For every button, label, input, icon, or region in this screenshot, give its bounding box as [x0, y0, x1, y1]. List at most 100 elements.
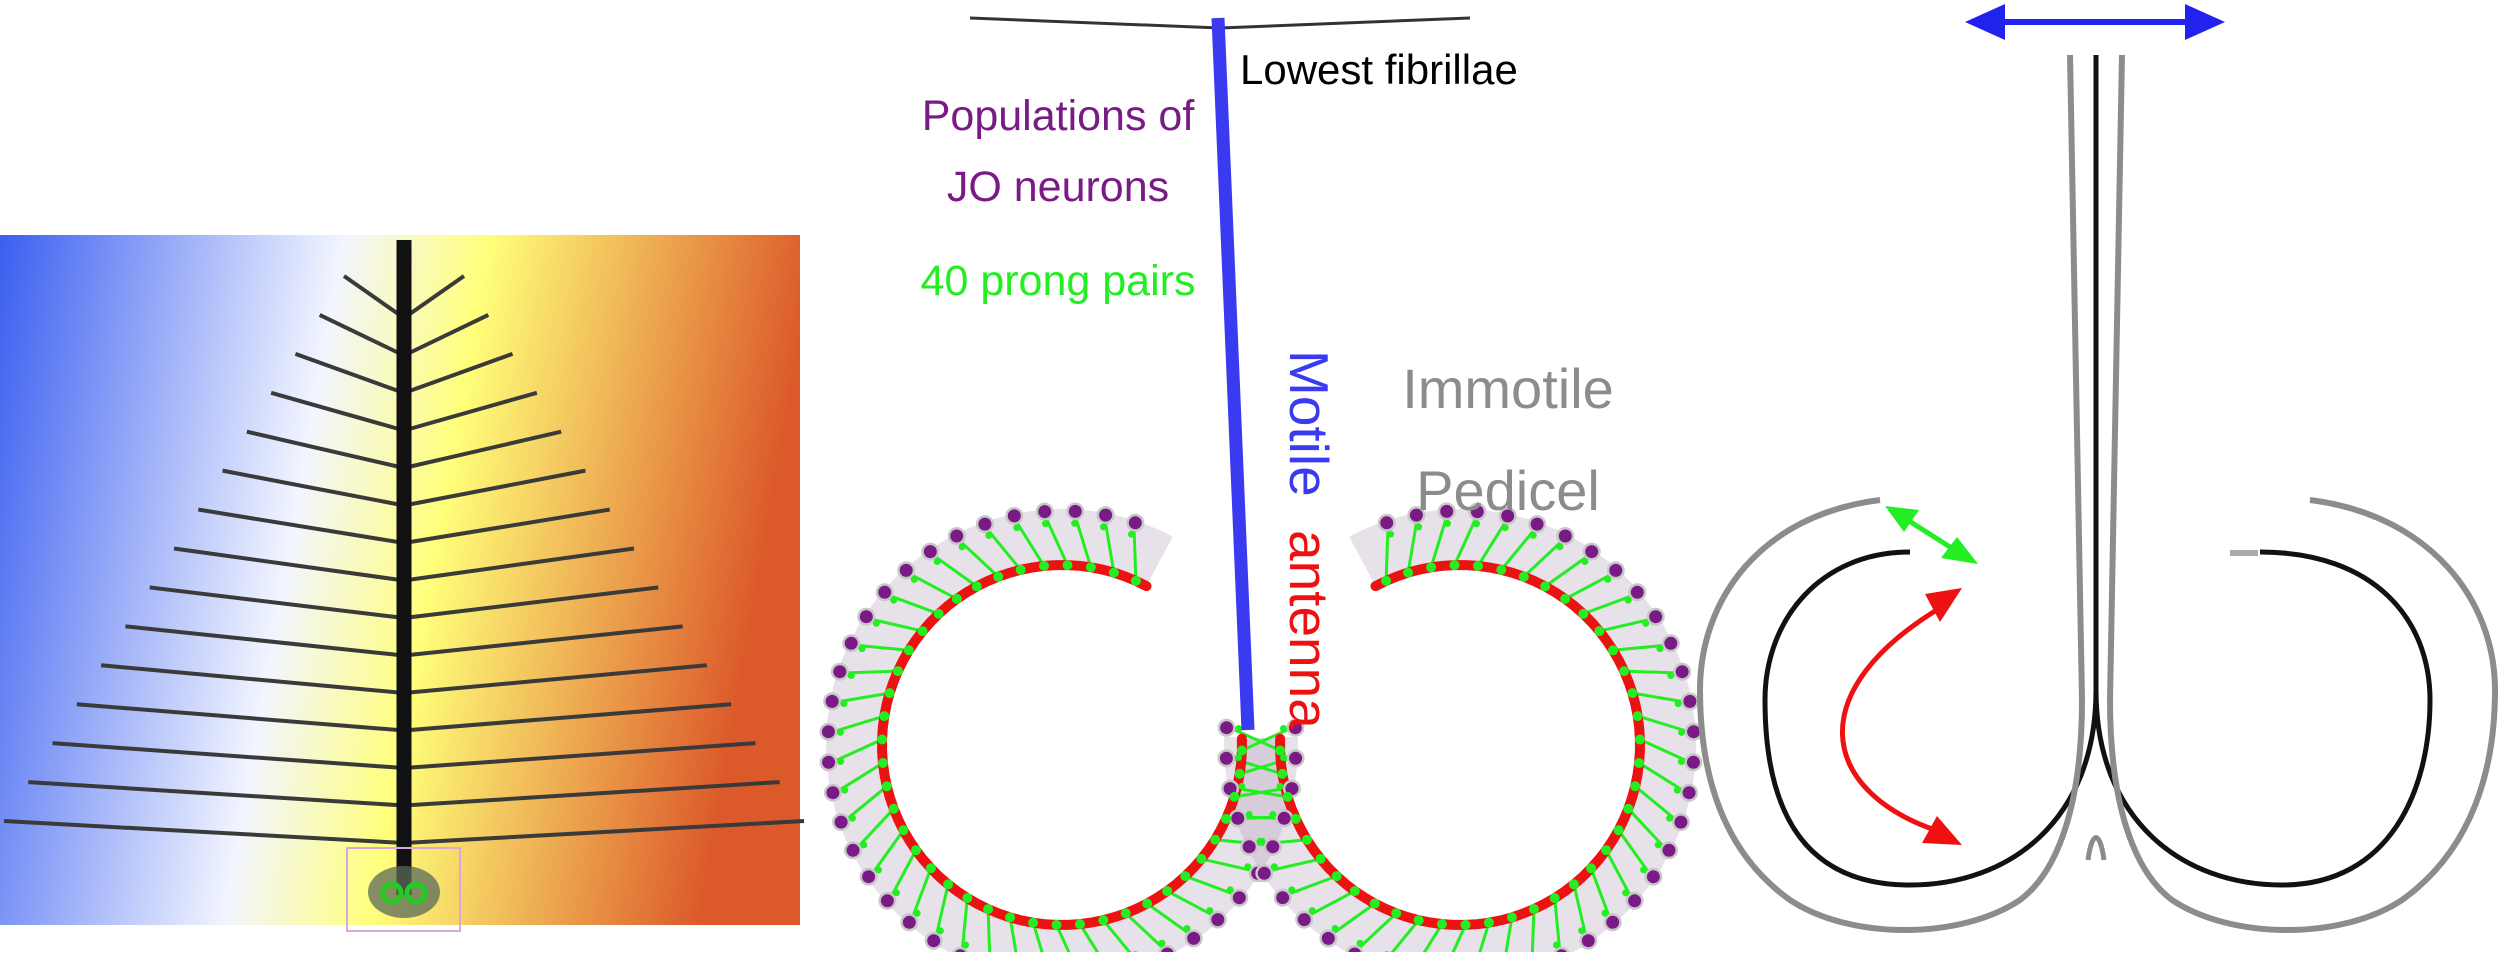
fibrilla-right	[403, 351, 514, 395]
jo-neuron	[1277, 811, 1291, 825]
prong-dot	[1028, 917, 1039, 928]
fibrilla-left	[3, 819, 405, 845]
prong-dot	[993, 571, 1004, 582]
label-immotile: Immotile	[1402, 357, 1614, 420]
prong-dot	[1108, 567, 1119, 578]
prong-tip-dot	[1226, 886, 1234, 894]
jo-neuron	[1409, 508, 1423, 522]
prong-tip-dot	[1678, 728, 1686, 736]
prong-dot	[1460, 919, 1471, 930]
prong-dot	[1085, 562, 1096, 573]
prong-dot	[1039, 560, 1049, 571]
prong-dot	[1506, 912, 1517, 923]
prong-tip-dot	[1288, 886, 1296, 894]
fibrilla-right	[403, 663, 708, 695]
prong-dot	[879, 711, 890, 722]
prong-dot	[1619, 666, 1630, 677]
prong-dot	[1062, 560, 1073, 571]
prong-tip-dot	[962, 941, 970, 949]
prong	[1055, 924, 1073, 957]
fibrilla-left	[52, 741, 405, 770]
prong	[1008, 917, 1019, 957]
prong-tip-dot	[840, 700, 848, 708]
jo-neuron	[1674, 815, 1688, 829]
prong-dot	[1601, 845, 1612, 856]
fibrilla-right	[403, 313, 490, 358]
prong-dot	[1437, 919, 1447, 930]
prong-tip-dot	[933, 558, 941, 565]
jo-neuron	[878, 585, 892, 599]
prong-tip-dot	[872, 619, 880, 627]
prong-tip-dot	[1667, 672, 1675, 679]
prong-dot	[1403, 567, 1414, 578]
prong-dot	[881, 781, 892, 792]
blue-double-arrow	[1965, 4, 2225, 40]
prong-dot	[903, 645, 914, 656]
motile-shaft	[1211, 17, 1255, 731]
prong-tip-dot	[910, 575, 918, 583]
prong-tip-dot	[1677, 758, 1685, 765]
fibrilla-right	[403, 780, 780, 808]
label-populations-line2: JO neurons	[947, 163, 1169, 211]
prong-tip-dot	[1578, 927, 1586, 935]
jo-neuron	[950, 529, 964, 543]
jo-neuron	[1687, 725, 1701, 739]
prong-tip-dot	[858, 645, 866, 653]
prong-dot	[1275, 745, 1286, 756]
jo-neuron	[1682, 786, 1696, 800]
prong-dot	[1229, 791, 1240, 802]
prong-tip-dot	[1071, 519, 1079, 527]
prong	[1503, 917, 1514, 957]
prong-dot	[1051, 919, 1062, 930]
prong-dot	[917, 626, 928, 637]
label-populations-line1: Populations of	[922, 92, 1196, 140]
jo-neuron	[880, 894, 894, 908]
fibrilla-left	[76, 702, 405, 733]
prong-tip-dot	[958, 543, 966, 551]
jo-neuron	[1219, 751, 1233, 765]
jo-neuron	[844, 636, 858, 650]
jo-neuron	[826, 786, 840, 800]
jo-neuron	[1686, 755, 1700, 769]
prong-dot	[1627, 688, 1638, 699]
fibrilla-left	[197, 507, 405, 545]
base-prong-ring	[380, 881, 428, 905]
jo-neuron	[1266, 840, 1280, 854]
left-black-curve	[1762, 55, 2099, 888]
panel-antenna-fibrillae	[0, 235, 805, 932]
prong-tip-dot	[1158, 939, 1166, 947]
prong-dot	[1630, 781, 1641, 792]
prong-dot	[1120, 908, 1131, 919]
green-double-arrow	[1885, 506, 1978, 564]
prong-tip-dot	[1674, 700, 1682, 708]
prong-dot	[1473, 560, 1483, 571]
prong-dot	[1180, 871, 1191, 882]
prong-tip-dot	[841, 786, 849, 794]
prong-tip-dot	[1656, 645, 1664, 653]
prong-tip-dot	[836, 728, 844, 736]
prong-dot	[1098, 915, 1109, 926]
prong	[1031, 922, 1046, 957]
gray-notch	[2085, 835, 2107, 861]
prong-dot	[1210, 834, 1221, 845]
prong-tip-dot	[1529, 531, 1537, 539]
fibrilla-left	[270, 390, 405, 433]
prong-dot	[1449, 560, 1460, 571]
jo-neuron	[1211, 913, 1225, 927]
fibrilla-right	[403, 624, 683, 658]
jo-neuron	[1530, 517, 1544, 531]
prong	[1078, 923, 1103, 957]
fibrilla-left	[28, 780, 405, 808]
lowest-fibrillae	[969, 16, 1471, 30]
label-pedicel: Pedicel	[1416, 459, 1600, 522]
prong-dot	[888, 803, 899, 814]
jo-neuron	[1501, 509, 1515, 523]
prong-dot	[1075, 919, 1085, 930]
prong-tip-dot	[890, 596, 898, 604]
jo-neuron	[1585, 545, 1599, 559]
prong-tip-dot	[1552, 941, 1560, 949]
jo-neuron	[1664, 636, 1678, 650]
prong-tip-dot	[1238, 782, 1246, 790]
prong-tip-dot	[1624, 596, 1632, 604]
